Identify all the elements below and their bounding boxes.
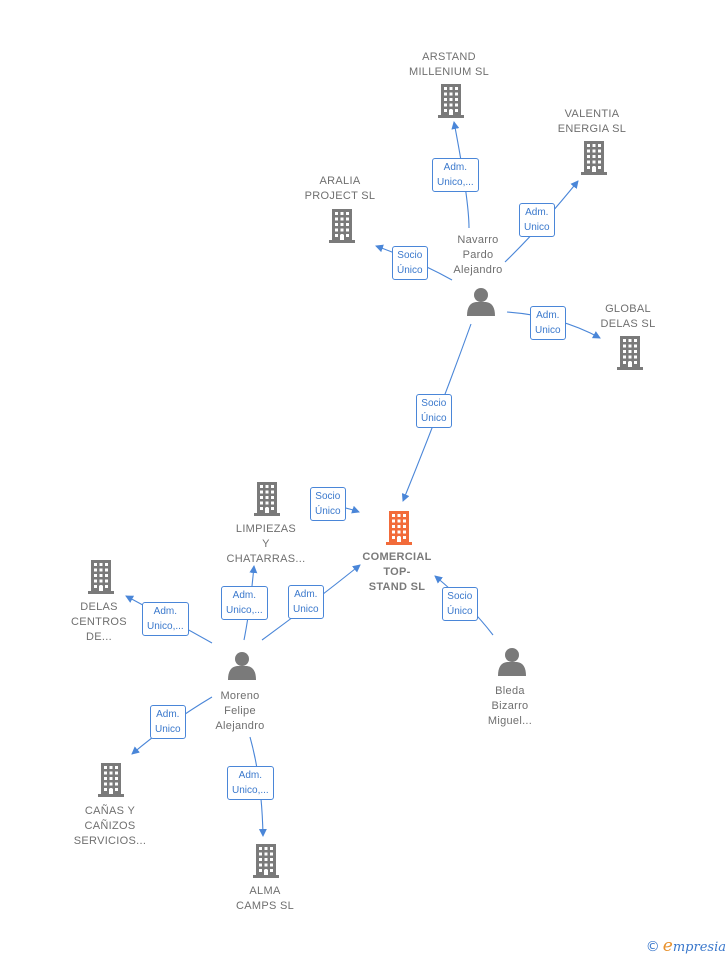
copyright-symbol: © — [645, 939, 660, 955]
building-icon-valentia[interactable] — [581, 141, 607, 175]
edge-label-navarro-to-global[interactable]: Adm. Unico — [530, 306, 566, 340]
person-icon-bleda[interactable] — [498, 648, 526, 676]
edge-label-moreno-to-canas[interactable]: Adm. Unico — [150, 705, 186, 739]
edge-label-bleda-to-comercial[interactable]: Socio Único — [442, 587, 478, 621]
building-icon-arstand[interactable] — [438, 84, 464, 118]
building-icon-canas[interactable] — [98, 763, 124, 797]
brand-name: mpresia — [672, 940, 726, 955]
building-icon-delas[interactable] — [88, 560, 114, 594]
node-label-moreno[interactable]: Moreno Felipe Alejandro — [215, 690, 265, 732]
edge-label-navarro-to-aralia[interactable]: Socio Único — [392, 246, 428, 280]
node-label-aralia[interactable]: ARALIA PROJECT SL — [304, 175, 376, 202]
edge-label-navarro-to-valentia[interactable]: Adm. Unico — [519, 203, 555, 237]
node-label-global[interactable]: GLOBAL DELAS SL — [600, 303, 656, 330]
node-label-navarro[interactable]: Navarro Pardo Alejandro — [453, 234, 503, 276]
edge-label-moreno-to-alma[interactable]: Adm. Unico,... — [227, 766, 274, 800]
building-icon-alma[interactable] — [253, 844, 279, 878]
edge-label-moreno-to-limpiezas[interactable]: Adm. Unico,... — [221, 586, 268, 620]
building-icon-comercial[interactable] — [386, 511, 412, 545]
edge-label-limpiezas-to-comercial[interactable]: Socio Único — [310, 487, 346, 521]
brand-initial: e — [662, 936, 673, 956]
person-icon-moreno[interactable] — [228, 652, 256, 680]
node-label-arstand[interactable]: ARSTAND MILLENIUM SL — [408, 51, 489, 78]
edge-label-moreno-to-delas[interactable]: Adm. Unico,... — [142, 602, 189, 636]
building-icon-limpiezas[interactable] — [254, 482, 280, 516]
node-label-limpiezas[interactable]: LIMPIEZAS Y CHATARRAS... — [226, 523, 306, 565]
node-label-canas[interactable]: CAÑAS Y CAÑIZOS SERVICIOS... — [73, 805, 147, 847]
node-label-valentia[interactable]: VALENTIA ENERGIA SL — [557, 108, 627, 135]
edge-label-moreno-to-comercial[interactable]: Adm. Unico — [288, 585, 324, 619]
empresia-logo[interactable]: ©empresia — [646, 936, 726, 956]
node-label-delas[interactable]: DELAS CENTROS DE... — [71, 601, 127, 643]
node-label-bleda[interactable]: Bleda Bizarro Miguel... — [487, 685, 533, 727]
building-icon-global[interactable] — [617, 336, 643, 370]
node-label-comercial[interactable]: COMERCIAL TOP- STAND SL — [362, 551, 432, 593]
person-icon-navarro[interactable] — [467, 288, 495, 316]
building-icon-aralia[interactable] — [329, 209, 355, 243]
edge-label-navarro-to-arstand[interactable]: Adm. Unico,... — [432, 158, 479, 192]
icons-layer — [88, 84, 643, 878]
edge-label-navarro-to-comercial[interactable]: Socio Único — [416, 394, 452, 428]
node-label-alma[interactable]: ALMA CAMPS SL — [235, 885, 295, 912]
